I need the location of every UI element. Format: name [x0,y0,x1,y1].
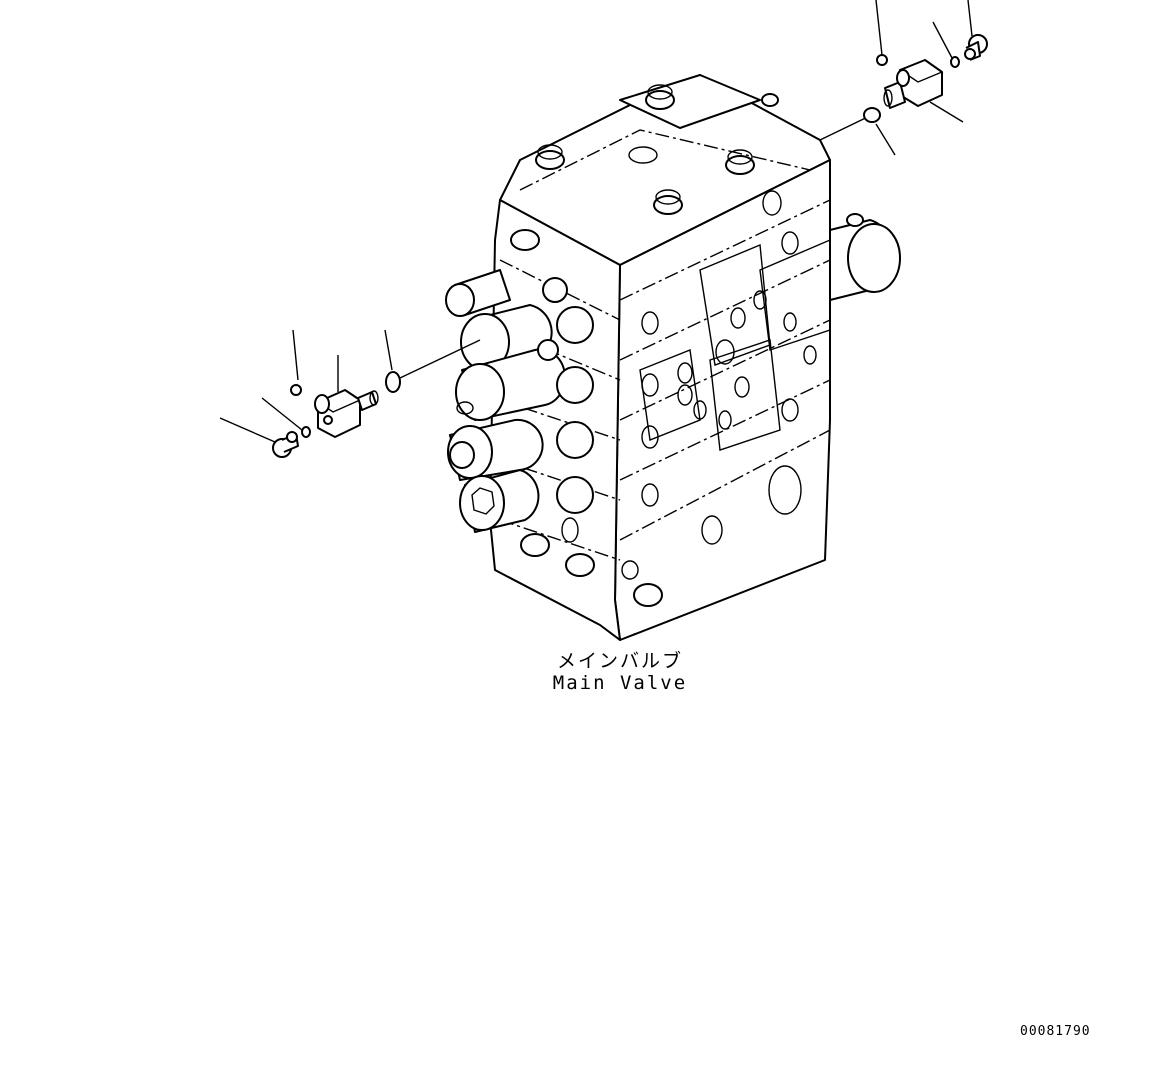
callout-line [875,0,883,56]
main-valve-body [489,74,901,641]
left-washer [301,426,311,438]
left-bolt [272,431,299,458]
left-assembly-leader [399,339,481,379]
callout-line [932,21,953,59]
left-sensor-assembly [219,329,481,458]
figure-id: 00081790 [1020,1024,1091,1039]
right-face-blocks [639,238,831,451]
main-valve-caption-jp: メインバルブ [556,650,683,672]
callout-line [261,397,303,431]
right-side-cylinder [829,213,901,301]
callout-line [384,329,393,371]
right-sensor-assembly [819,0,988,156]
right-bolt [964,34,988,61]
left-o-ring [385,371,401,393]
top-bolts [535,84,779,215]
callout-line [219,417,276,443]
left-small-o-ring [290,384,302,396]
right-o-ring [863,107,881,123]
callout-line [292,329,299,381]
right-washer [950,56,960,68]
lower-bolts [520,517,663,607]
main-valve-caption-en: Main Valve [552,672,688,694]
right-small-o-ring [876,54,888,66]
right-face-ports [641,190,817,545]
callout-line [967,0,973,37]
callout-line [929,101,964,123]
callout-line [875,123,896,156]
spool-caps [445,229,594,533]
